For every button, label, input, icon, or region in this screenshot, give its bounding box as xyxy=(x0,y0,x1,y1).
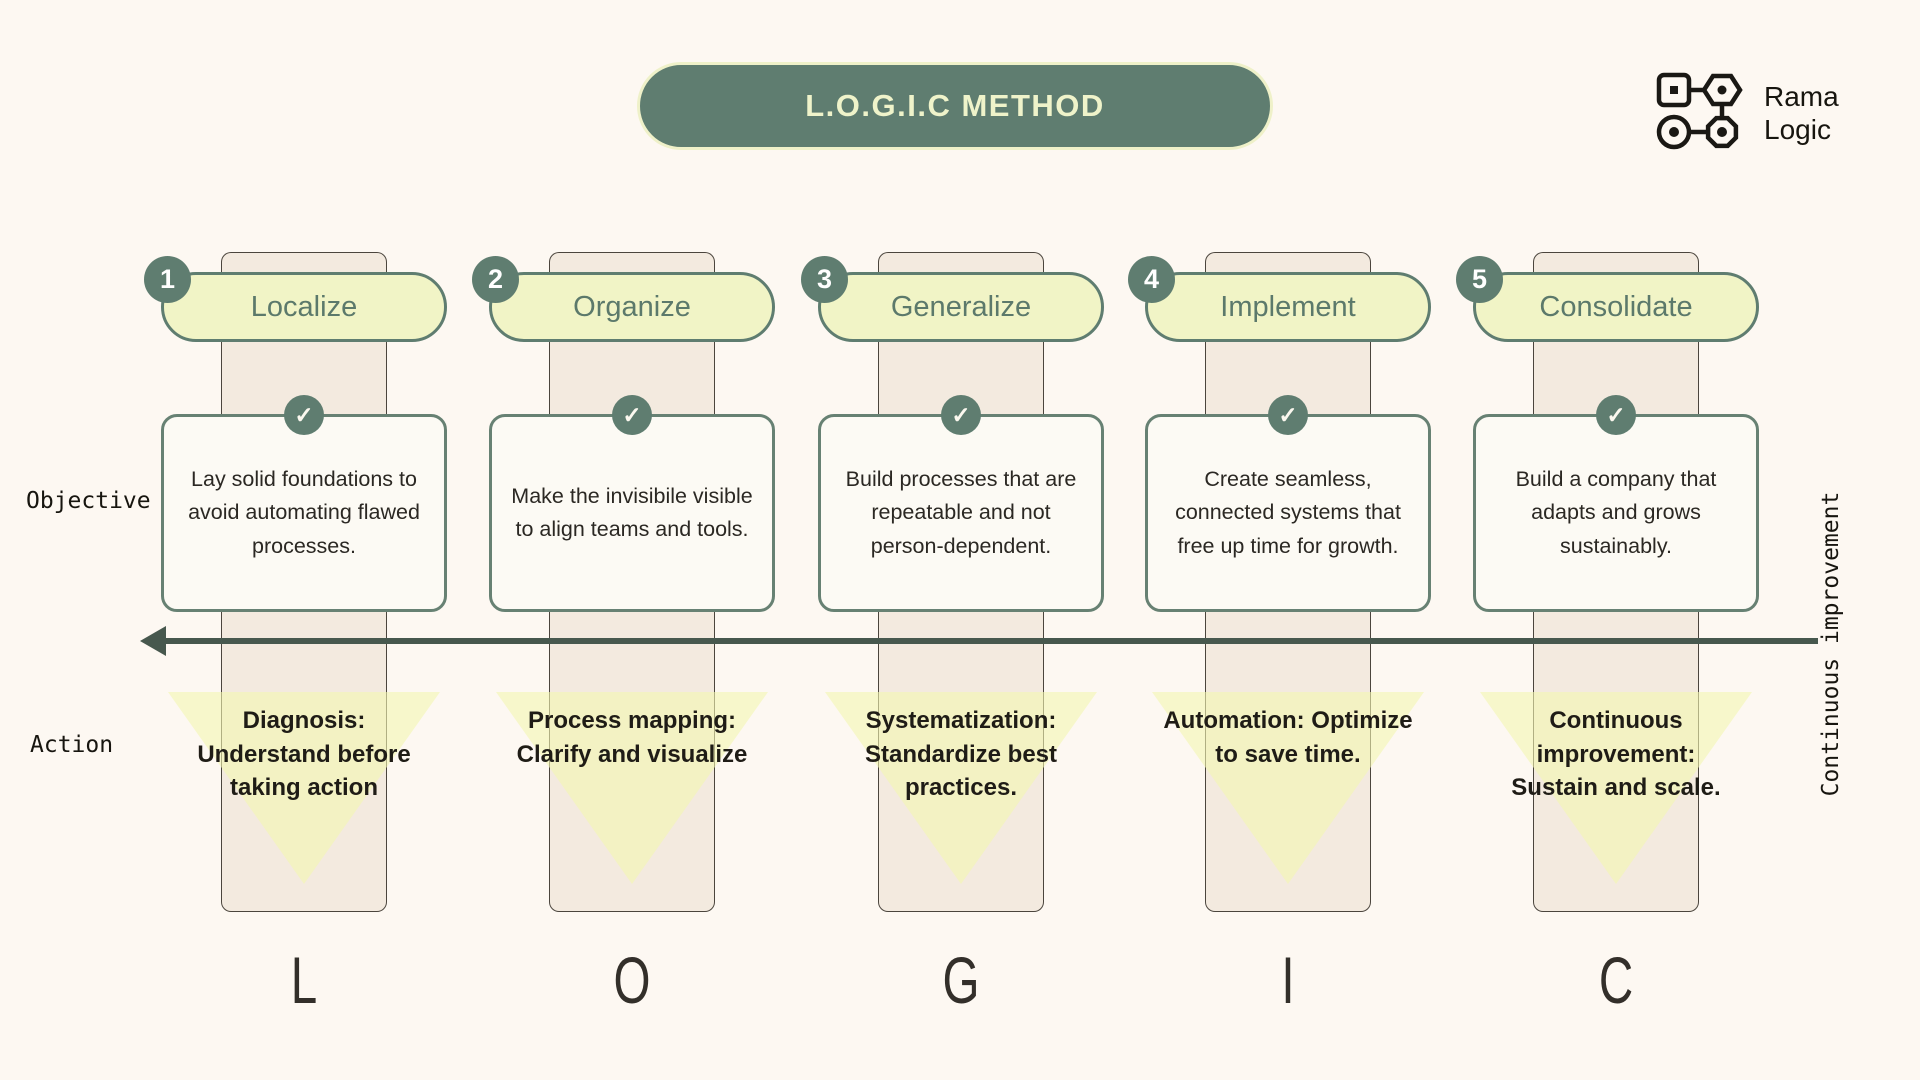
check-icon: ✓ xyxy=(941,395,981,435)
brand-name-line2: Logic xyxy=(1764,113,1831,145)
objective-card: Lay solid foundations to avoid automatin… xyxy=(161,414,447,612)
action-text: Automation: Optimize to save time. xyxy=(1163,707,1413,768)
objective-card: Build processes that are repeatable and … xyxy=(818,414,1104,612)
page-title: L.O.G.I.C METHOD xyxy=(637,62,1273,150)
acronym-letter: O xyxy=(613,943,651,1017)
column-step-pill: Generalize xyxy=(818,272,1104,342)
method-column: Organize 2 Make the invisibile visible t… xyxy=(468,0,796,1080)
check-icon: ✓ xyxy=(612,395,652,435)
column-step-pill: Organize xyxy=(489,272,775,342)
objective-card: Build a company that adapts and grows su… xyxy=(1473,414,1759,612)
check-icon: ✓ xyxy=(284,395,324,435)
acronym-letter: G xyxy=(942,943,980,1017)
row-label-objective: Objective xyxy=(26,488,151,514)
acronym-letter: L xyxy=(290,943,318,1017)
objective-card: Make the invisibile visible to align tea… xyxy=(489,414,775,612)
step-number-badge: 3 xyxy=(801,256,848,303)
brand-logo: Rama Logic xyxy=(1656,70,1839,157)
acronym-letter: I xyxy=(1281,943,1295,1017)
continuous-improvement-arrow-line xyxy=(158,638,1818,644)
method-column: Generalize 3 Build processes that are re… xyxy=(797,0,1125,1080)
method-column: Consolidate 5 Build a company that adapt… xyxy=(1452,0,1780,1080)
brand-name: Rama Logic xyxy=(1764,81,1839,145)
objective-card: Create seamless, connected systems that … xyxy=(1145,414,1431,612)
arrow-left-icon xyxy=(140,626,166,656)
step-number-badge: 1 xyxy=(144,256,191,303)
column-step-pill: Localize xyxy=(161,272,447,342)
column-step-pill: Consolidate xyxy=(1473,272,1759,342)
check-icon: ✓ xyxy=(1596,395,1636,435)
continuous-improvement-label: Continuous improvement xyxy=(1818,491,1844,797)
action-text: Continuous improvement: Sustain and scal… xyxy=(1511,707,1721,802)
row-label-action: Action xyxy=(30,732,114,758)
rama-logic-logo-icon xyxy=(1656,70,1752,157)
step-number-badge: 5 xyxy=(1456,256,1503,303)
method-column: Localize 1 Lay solid foundations to avoi… xyxy=(140,0,468,1080)
action-text: Systematization: Standardize best practi… xyxy=(864,707,1058,802)
brand-name-line1: Rama xyxy=(1764,81,1839,113)
column-step-pill: Implement xyxy=(1145,272,1431,342)
action-text: Diagnosis: Understand before taking acti… xyxy=(197,707,411,802)
step-number-badge: 4 xyxy=(1128,256,1175,303)
check-icon: ✓ xyxy=(1268,395,1308,435)
acronym-letter: C xyxy=(1598,943,1634,1017)
step-number-badge: 2 xyxy=(472,256,519,303)
method-column: Implement 4 Create seamless, connected s… xyxy=(1124,0,1452,1080)
action-text: Process mapping: Clarify and visualize xyxy=(516,707,748,768)
